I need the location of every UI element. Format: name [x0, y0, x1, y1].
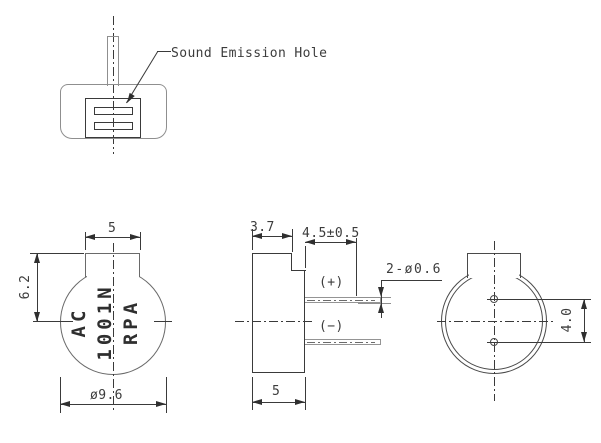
marking-text: AC 1001N RPA	[45, 262, 165, 382]
extension-line	[305, 246, 306, 268]
arrowhead	[34, 253, 40, 263]
centerline	[437, 321, 554, 322]
dimension-line	[252, 236, 292, 237]
pin-lead-positive	[305, 297, 381, 303]
extension-line	[358, 297, 391, 298]
dim-tab-depth: 3.7	[250, 220, 275, 235]
dimension-line	[252, 402, 305, 403]
dimension-line	[381, 280, 382, 318]
extension-line	[358, 303, 391, 304]
dim-tab-width: 5	[108, 221, 117, 236]
arrowhead	[85, 234, 95, 240]
extension-line	[500, 299, 591, 300]
arrowhead	[295, 399, 305, 405]
extension-line	[60, 377, 61, 413]
arrowhead	[305, 239, 315, 245]
centerline	[235, 321, 315, 322]
marking-line: 1001N	[94, 283, 116, 361]
sound-hole-frame	[85, 98, 141, 138]
arrowhead	[60, 401, 70, 407]
dim-lead-length: 4.5±0.5	[302, 226, 360, 241]
arrowhead	[581, 299, 587, 309]
mounting-tab-side	[252, 253, 292, 271]
arrowhead	[34, 312, 40, 322]
mounting-tab	[85, 253, 140, 277]
arrowhead	[282, 233, 292, 239]
dimension-line	[305, 242, 356, 243]
sound-emission-hole-label: Sound Emission Hole	[171, 46, 328, 61]
centerline-tick	[487, 342, 502, 343]
pin-lead-negative	[305, 339, 381, 345]
dimension-line	[37, 253, 38, 322]
centerline-tick	[33, 321, 73, 322]
centerline-tick	[154, 321, 172, 322]
extension-line	[356, 238, 357, 296]
extension-line	[252, 377, 253, 410]
arrowhead	[252, 399, 262, 405]
sound-hole-slot	[94, 122, 133, 130]
extension-line	[292, 229, 293, 252]
positive-terminal-label: (+)	[319, 275, 344, 290]
extension-line	[305, 377, 306, 410]
marking-line: RPA	[120, 298, 142, 346]
leader-line	[381, 280, 442, 281]
arrowhead	[156, 401, 166, 407]
centerline-tick	[487, 299, 502, 300]
extension-line	[140, 232, 141, 250]
dim-lead-diameter: 2-ø0.6	[386, 262, 442, 277]
arrowhead	[346, 239, 356, 245]
dimension-line	[584, 299, 585, 342]
dim-height-to-center: 6.2	[18, 274, 33, 300]
marking-line: AC	[68, 306, 90, 338]
arrowhead	[378, 303, 384, 313]
dimension-line	[85, 237, 140, 238]
dim-diameter: ø9.6	[90, 388, 123, 403]
arrowhead	[130, 234, 140, 240]
centerline	[113, 243, 114, 410]
dim-lead-spacing: 4.0	[560, 307, 575, 333]
arrowhead	[378, 287, 384, 297]
extension-line	[252, 229, 253, 250]
centerline	[113, 16, 114, 154]
extension-line	[30, 253, 84, 254]
extension-line	[85, 232, 86, 250]
pin-lead	[107, 36, 119, 86]
leader-line	[157, 51, 171, 52]
extension-line	[166, 377, 167, 413]
arrowhead	[581, 332, 587, 342]
sound-hole-slot	[94, 107, 133, 115]
negative-terminal-label: (−)	[319, 319, 344, 334]
extension-line	[500, 342, 591, 343]
buzzer-body-outline	[60, 84, 167, 139]
dimension-line	[60, 404, 166, 405]
dim-body-depth: 5	[272, 384, 281, 399]
arrowhead	[252, 233, 262, 239]
object-line	[292, 270, 306, 272]
